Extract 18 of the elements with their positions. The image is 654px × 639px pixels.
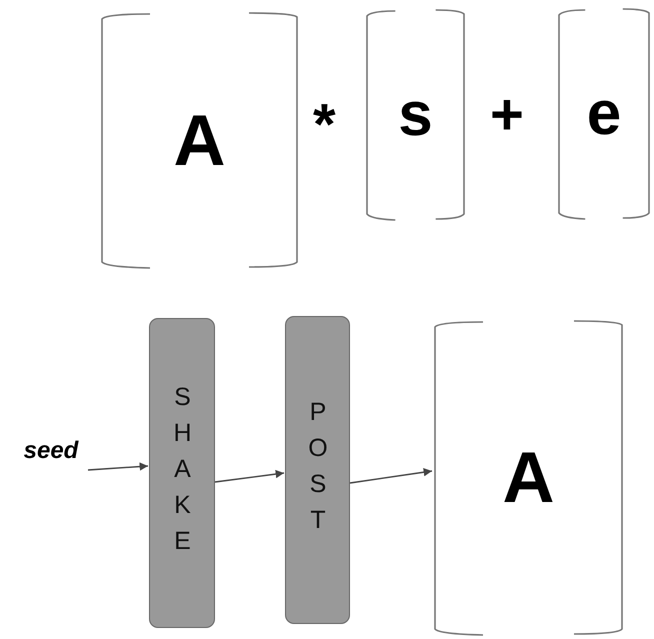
process-bar [285,316,350,624]
process-label: POST [305,398,330,542]
matrix-bracket [100,12,299,269]
arrow [350,468,432,484]
matrix-symbol: A [174,104,226,176]
arrow [88,462,148,471]
matrix-bracket [433,320,624,636]
arrow [214,470,284,483]
operator-symbol: + [490,86,524,144]
process-label: SHAKE [170,383,194,563]
matrix-bracket [557,8,651,220]
matrix-symbol: s [398,84,433,146]
process-bar [149,318,215,628]
matrix-symbol: e [586,83,622,145]
matrix-symbol: A [502,442,554,514]
operator-symbol: * [313,96,336,154]
input-label: seed [14,432,88,470]
matrix-bracket [365,9,466,221]
